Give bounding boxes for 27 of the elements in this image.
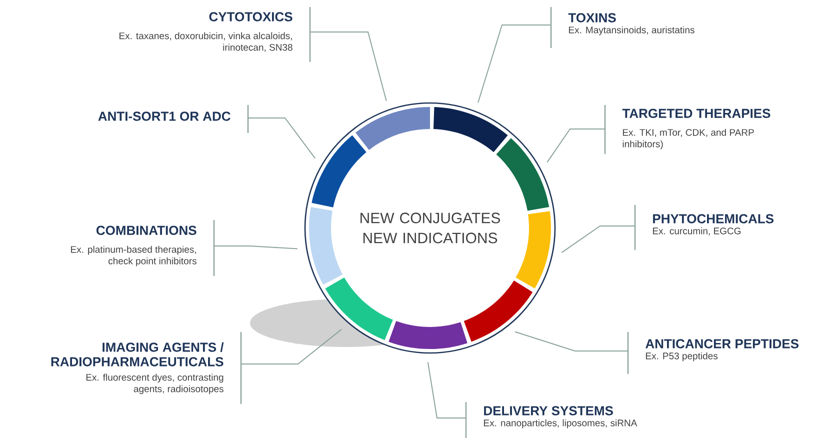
ring-segment <box>496 138 550 211</box>
leader-line <box>478 24 552 104</box>
leader-line <box>248 118 316 159</box>
leader-line <box>546 128 606 163</box>
leader-line <box>310 32 387 102</box>
leader-line <box>514 331 628 352</box>
ring-segment <box>312 135 366 208</box>
leader-line <box>214 245 298 250</box>
ring-segment <box>464 280 533 342</box>
category-label: TOXINS Ex. Maytansinoids, auristatins <box>550 7 694 48</box>
leader-line <box>240 328 342 364</box>
category-label: DELIVERY SYSTEMS Ex. nanoparticles, liposomes, siRNA <box>465 402 638 438</box>
leader-line <box>561 225 636 254</box>
category-label: PHYTOCHEMICALS Ex. curcumin, EGCG <box>634 204 774 250</box>
category-label: ANTICANCER PEPTIDES Ex. P53 peptides <box>627 332 799 374</box>
ring-segment <box>325 277 393 340</box>
category-label: COMBINATIONS Ex. platinum-based therapies, check point inhibitors <box>71 220 215 276</box>
ring-segment <box>433 107 508 152</box>
leader-line <box>427 362 466 418</box>
category-label: ANTI-SORT1 OR ADC <box>98 105 249 133</box>
category-label: IMAGING AGENTS / RADIOPHARMACEUTICALS Ex. fluorescent dyes, contrasting agents, radioisotopes <box>51 332 242 404</box>
ring-segment <box>356 107 430 150</box>
ring-segment <box>516 211 551 288</box>
category-label: TARGETED THERAPIES Ex. TKI, mTor, CDK, and PARP inhibitors) <box>604 105 770 154</box>
category-label: CYTOTOXICS Ex. taxanes, doxorubicin, vinka alcaloids, irinotecan, SN38 <box>120 7 311 62</box>
ring-segment <box>309 206 343 285</box>
ring-segment <box>388 321 468 349</box>
